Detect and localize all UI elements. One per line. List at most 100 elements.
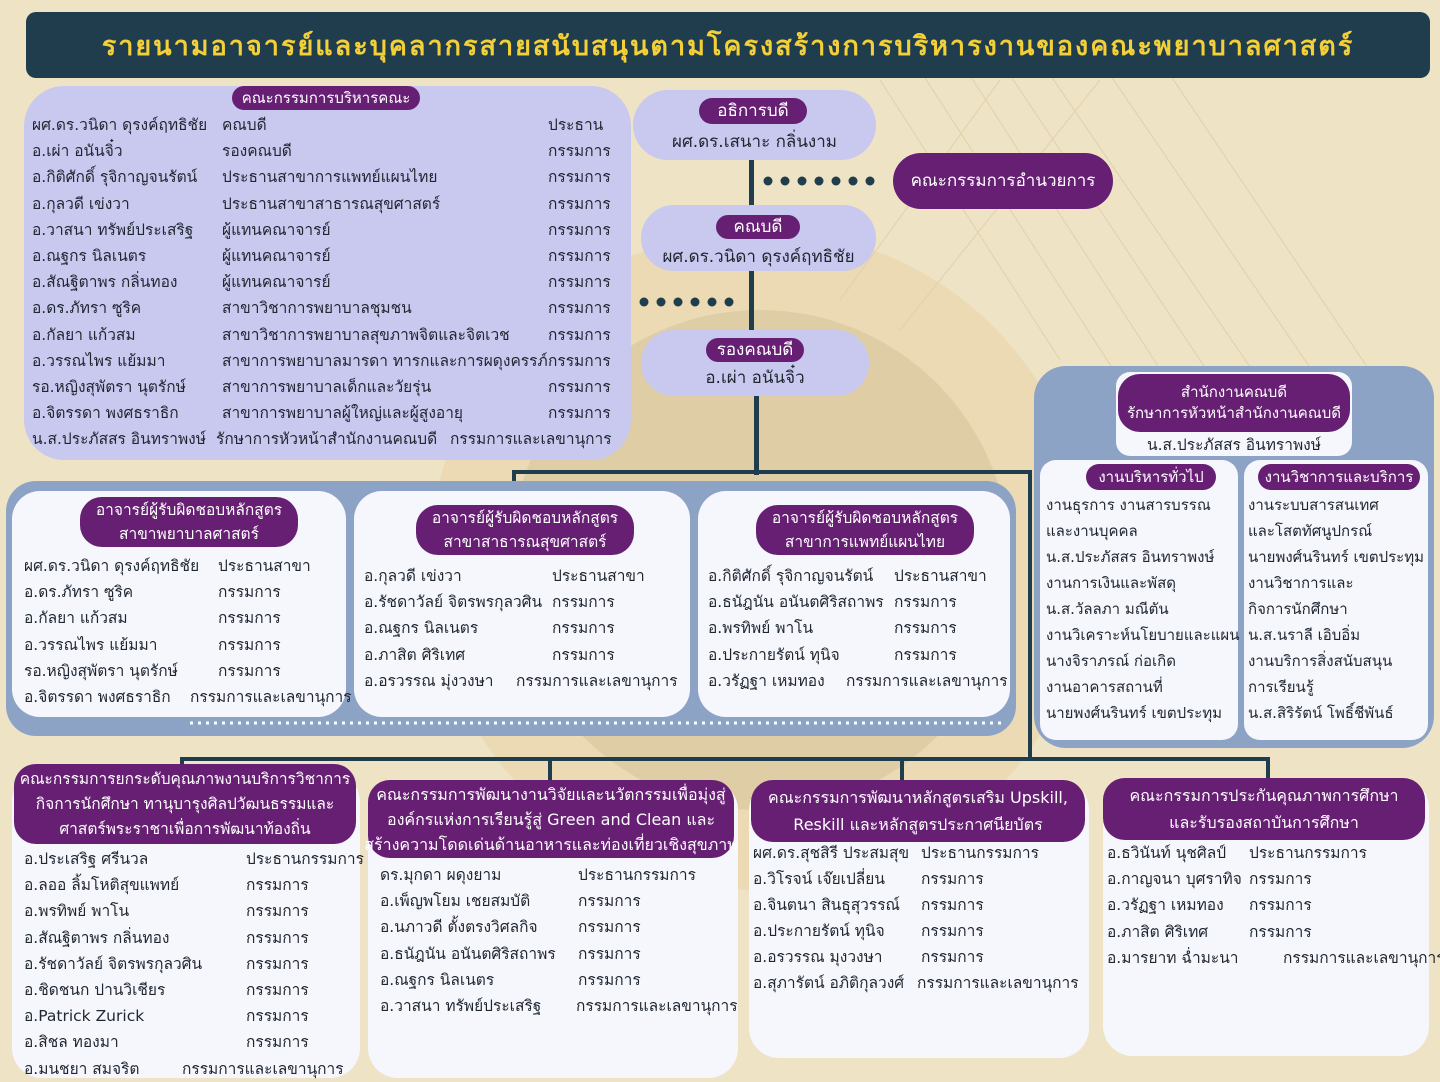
board-member-name: อ.กุลวดี เข่งวา xyxy=(32,194,130,213)
card-row: อ.ลออ ลิ้มโหติสุขแพทย์กรรมการ xyxy=(24,872,356,898)
board-member-position: กรรมการ xyxy=(548,273,611,292)
member-position: กรรมการ xyxy=(246,928,309,947)
general-line: และงานบุคคล xyxy=(1046,522,1138,540)
dotted-line-admin xyxy=(763,176,875,186)
card-row: อ.รัชดาวัลย์ จิตรพรกุลวศิน กรรมการ xyxy=(364,589,686,615)
member-position: ประธานกรรมการ xyxy=(921,844,1039,862)
member-name: อ.กิติศักดิ์ รุจิกาญจนรัตน์ xyxy=(708,567,874,585)
member-position: กรรมการ xyxy=(894,645,957,664)
board-member-role: ผู้แทนคณาจารย์ xyxy=(222,273,331,292)
member-position: กรรมการ xyxy=(218,609,281,628)
program-card-thai-medicine: อาจารย์ผู้รับผิดชอบหลักสูตรสาขาการแพทย์แ… xyxy=(698,491,1010,717)
board-member-role: ประธานสาขาการแพทย์แผนไทย xyxy=(222,168,438,187)
member-name: อ.มนชยา สมจริต xyxy=(24,1059,140,1078)
card-row: อ.ณฐกร นิลเนตรกรรมการ xyxy=(380,967,734,993)
card-row: อ.ธนัฎนัน อนันตศิริสถาพรกรรมการ xyxy=(708,589,1006,615)
academic-services-card: งานวิชาการและบริการ งานระบบสารสนเทศและโส… xyxy=(1244,460,1428,740)
member-position: กรรมการ xyxy=(246,954,309,973)
member-name: อ.ชิดชนก ปานวิเชียร xyxy=(24,981,166,999)
dotted-line-programs xyxy=(190,721,1005,725)
board-row: อ.จิตรรดา พงศธราธิกสาขาการพยาบาลผู้ใหญ่แ… xyxy=(32,400,622,426)
vice-dean-label: รองคณบดี xyxy=(706,338,804,362)
board-member-name: รอ.หญิงสุพัตรา นุตรักษ์ xyxy=(32,378,186,396)
member-position: กรรมการ xyxy=(921,896,984,914)
connector-drop-office xyxy=(1028,470,1032,760)
card-label: อาจารย์ผู้รับผิดชอบหลักสูตรสาขาพยาบาลศาส… xyxy=(80,497,298,547)
member-name: อ.ประเสริฐ ศรีนวล xyxy=(24,850,149,868)
member-position: กรรมการและเลขานุการ xyxy=(917,974,1079,992)
card-label-line: คณะกรรมการพัฒนาหลักสูตรเสริม Upskill, xyxy=(768,788,1068,807)
member-name: อ.รัชดาวัลย์ จิตรพรกุลวศิน xyxy=(24,954,203,973)
member-position: กรรมการและเลขานุการ xyxy=(190,688,352,706)
member-name: อ.พรทิพย์ พาโน xyxy=(708,619,814,638)
card-row: อ.กาญจนา บุศราทิจกรรมการ xyxy=(1107,866,1425,892)
board-row: อ.กัลยา แก้วสมสาขาวิชาการพยาบาลสุขภาพจิต… xyxy=(32,322,622,348)
member-name: อ.จิตรรดา พงศธราธิก xyxy=(24,688,171,706)
board-member-position: กรรมการ xyxy=(548,194,611,213)
board-member-name: อ.ดร.ภัทรา ซูริค xyxy=(32,299,142,318)
board-member-role: สาขาวิชาการพยาบาลสุขภาพจิตและจิตเวช xyxy=(222,325,510,344)
board-row: อ.ดร.ภัทรา ซูริค สาขาวิชาการพยาบาลชุมชน กร… xyxy=(32,295,622,321)
member-name: อ.สัณฐิตาพร กลิ่นทอง xyxy=(24,928,170,947)
general-line: งานการเงินและพัสดุ xyxy=(1046,574,1176,592)
president-label: อธิการบดี xyxy=(699,98,807,124)
board-row: อ.กุลวดี เข่งวาประธานสาขาสาธารณสุขศาสตร์… xyxy=(32,191,622,217)
board-row: อ.กิติศักดิ์ รุจิกาญจนรัตน์ประธานสาขาการ… xyxy=(32,164,622,190)
card-label-line: อาจารย์ผู้รับผิดชอบหลักสูตร xyxy=(95,501,283,519)
academic-line: น.ส.สิริรัตน์ โพธิ์ชีพันธ์ xyxy=(1248,704,1394,722)
vice-dean-node: รองคณบดี อ.เผ่า อนันจิ๋ว xyxy=(641,330,869,396)
board-row: ผศ.ดร.วนิดา ดุรงค์ฤทธิชัยคณบดีประธาน xyxy=(32,112,622,138)
admin-committee-node: คณะกรรมการอำนวยการ xyxy=(893,153,1113,209)
office-label-line-1: สำนักงานคณบดี xyxy=(1180,383,1288,401)
card-row: อ.ธวินันท์ นุชศิลป์ประธานกรรมการ xyxy=(1107,840,1425,866)
card-label-line: สร้างความโดดเด่นด้านอาหารและท่องเที่ยวเช… xyxy=(364,834,738,854)
page-title: รายนามอาจารย์และบุคลากรสายสนับสนุนตามโคร… xyxy=(101,30,1355,62)
academic-services-label: งานวิชาการและบริการ xyxy=(1258,464,1420,490)
card-row: อ.อรวรรณ มุ่งวงษากรรมการและเลขานุการ xyxy=(364,668,686,694)
member-name: อ.นภาวดี ตั้งตรงวิศลกิจ xyxy=(380,918,538,937)
member-position: กรรมการ xyxy=(894,593,957,612)
member-name: อ.รัชดาวัลย์ จิตรพรกุลวศิน xyxy=(364,593,543,612)
board-member-name: อ.ณฐกร นิลเนตร xyxy=(32,247,147,265)
card-label: คณะกรรมการพัฒนางานวิจัยและนวัตกรรมเพื่อม… xyxy=(364,780,738,858)
member-position: กรรมการ xyxy=(552,619,615,638)
board-row: อ.ณฐกร นิลเนตร ผู้แทนคณาจารย์ กรรมการ xyxy=(32,243,622,269)
member-name: อ.วิโรจน์ เจ๊ยเปลี่ยน xyxy=(753,870,885,888)
general-line: นางจิราภรณ์ ก่อเกิด xyxy=(1046,652,1176,670)
member-position: กรรมการ xyxy=(921,922,984,940)
vice-dean-name: อ.เผ่า อนันจิ๋ว xyxy=(705,368,805,388)
board-member-position: ประธาน xyxy=(548,116,604,134)
board-member-position: กรรมการ xyxy=(548,247,611,265)
member-position: กรรมการ xyxy=(578,970,641,989)
office-label-line-2: รักษาการหัวหน้าสำนักงานคณบดี xyxy=(1126,404,1341,422)
committee-card-academic-service: คณะกรรมการยกระดับคุณภาพงานบริการวิชาการก… xyxy=(12,764,364,1078)
card-row: อ.วรัฏฐา เหมทองกรรมการและเลขานุการ xyxy=(708,668,1008,694)
member-name: ดร.มุกดา ผดุงยาม xyxy=(380,866,502,884)
card-row: อ.ภาสิต ศิริเทศกรรมการ xyxy=(364,642,686,668)
board-member-position: กรรมการ xyxy=(548,299,611,318)
card-row: อ.จิตรรดา พงศธราธิก กรรมการและเลขานุการ xyxy=(24,684,352,710)
member-position: ประธานกรรมการ xyxy=(578,866,696,884)
member-name: อ.ภาสิต ศิริเทศ xyxy=(364,645,466,664)
member-position: กรรมการ xyxy=(1249,870,1312,889)
program-card-nursing: อาจารย์ผู้รับผิดชอบหลักสูตรสาขาพยาบาลศาส… xyxy=(12,491,352,717)
board-row: อ.วรรณไพร แย้มมาสาขาการพยาบาลมารดา ทารกแ… xyxy=(32,348,622,374)
card-label-line: Reskill และหลักสูตรประกาศนียบัตร xyxy=(793,815,1043,834)
board-member-role: ผู้แทนคณาจารย์ xyxy=(222,247,331,265)
member-position: กรรมการ xyxy=(552,593,615,612)
member-position: กรรมการ xyxy=(246,981,309,999)
card-row: อ.อรวรรณ มุงวงษากรรมการ xyxy=(753,944,1085,970)
member-name: อ.ประกายรัตน์ ทุนิจ xyxy=(708,645,840,664)
member-name: อ.ภาสิต ศิริเทศ xyxy=(1107,922,1209,941)
general-line: น.ส.วัลลภา มณีตัน xyxy=(1046,600,1169,618)
board-row: รอ.หญิงสุพัตรา นุตรักษ์สาขาการพยาบาลเด็ก… xyxy=(32,374,622,400)
card-label: คณะกรรมการพัฒนาหลักสูตรเสริม Upskill, Res… xyxy=(751,780,1085,842)
academic-line: งานวิชาการและ xyxy=(1248,574,1354,592)
board-member-role: สาขาวิชาการพยาบาลชุมชน xyxy=(222,299,412,318)
board-member-role: รองคณบดี xyxy=(222,142,292,161)
general-affairs-list: งานธุรการ งานสารบรรณและงานบุคคลน.ส.ประภั… xyxy=(1046,492,1239,726)
card-row: อ.นภาวดี ตั้งตรงวิศลกิจกรรมการ xyxy=(380,914,734,940)
board-member-position: กรรมการ xyxy=(548,378,611,396)
card-row: อ.ภาสิต ศิริเทศกรรมการ xyxy=(1107,919,1425,945)
card-row: อ.วรรณไพร แย้มมากรรมการ xyxy=(24,632,342,658)
